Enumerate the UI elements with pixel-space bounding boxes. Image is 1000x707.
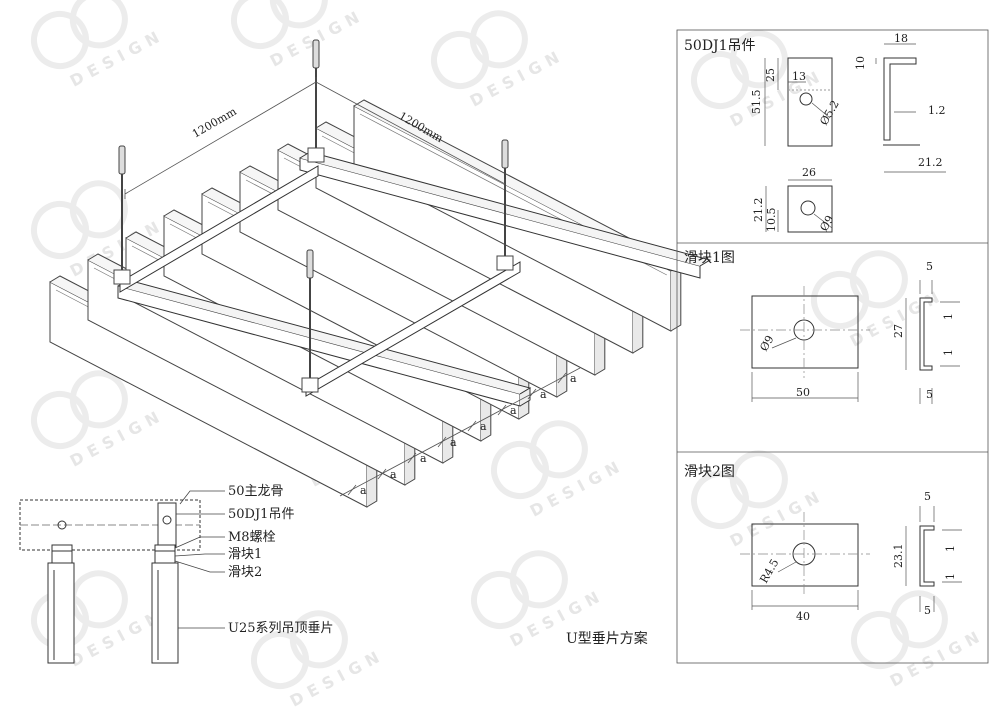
watermark-mark: DESIGN — [691, 30, 828, 131]
watermark-mark: DESIGN — [231, 0, 368, 71]
panel-hanger-title: 50DJ1吊件 — [684, 38, 756, 54]
bolt-hole-right — [162, 515, 172, 525]
watermark-mark: DESIGN — [31, 570, 168, 671]
label-slider1: 滑块1 — [228, 547, 262, 562]
dim-hanger-18: 18 — [894, 32, 908, 45]
dim-hanger-d5-2: Ø5.2 — [817, 98, 842, 127]
pitch-label: a — [420, 452, 427, 465]
dim-hanger-d9: Ø9 — [817, 213, 836, 233]
label-hanger: 50DJ1吊件 — [228, 507, 294, 522]
dim-slider2-1-b: 1 — [944, 573, 957, 580]
bolt-nut-right — [154, 544, 176, 564]
dim-hanger-21-2-v: 21.2 — [752, 198, 765, 223]
dim-slider2-5-top: 5 — [924, 490, 931, 503]
hanger-side-profile — [883, 57, 917, 141]
dim-hanger-13: 13 — [792, 70, 806, 83]
span-dimensions — [124, 77, 506, 199]
label-bolt: M8螺栓 — [228, 530, 276, 545]
dim-slider1-d9: Ø9 — [757, 333, 776, 353]
watermark-mark: DESIGN — [31, 0, 168, 91]
pitch-labels: a a a a a a a a — [360, 372, 577, 497]
slider2-side-profile — [919, 525, 935, 587]
dim-slider2-23-1: 23.1 — [892, 544, 905, 569]
hanger-rod — [301, 249, 319, 393]
dim-hanger-10-5: 10.5 — [765, 208, 778, 233]
dim-slider2-r4-5: R4.5 — [757, 557, 781, 586]
hanger-bottom-view — [787, 185, 833, 233]
dim-slider1-1-a: 1 — [942, 313, 955, 320]
dim-hanger-25: 25 — [764, 68, 777, 82]
dim-slider1-5-bottom: 5 — [926, 388, 933, 401]
panel-slider1: 滑块1图 5 27 Ø9 50 1 1 5 — [684, 249, 960, 404]
section-view — [19, 499, 201, 664]
hanger-rod — [307, 39, 325, 163]
watermark-mark: DESIGN — [431, 10, 568, 111]
dim-slider2-5-bottom: 5 — [924, 604, 931, 617]
slider2-front-view — [751, 523, 859, 587]
pitch-label: a — [450, 436, 457, 449]
dim-slider2-40: 40 — [796, 610, 810, 623]
dim-hanger-10: 10 — [854, 56, 867, 70]
bolt-hole-left — [57, 520, 67, 530]
label-slider2: 滑块2 — [228, 565, 262, 580]
detail-panels-frame — [676, 29, 989, 664]
slider1-side-profile — [919, 297, 933, 371]
hanger-rod — [113, 145, 131, 285]
dim-hanger-1-2: 1.2 — [928, 104, 946, 117]
slider1-front-view — [751, 295, 859, 369]
hanger-hole — [799, 92, 813, 106]
hanger-rods — [113, 39, 514, 393]
panel-hanger: 50DJ1吊件 18 10 25 13 51.5 Ø5.2 1.2 21.2 2… — [684, 32, 946, 234]
dim-slider1-5-top: 5 — [926, 260, 933, 273]
dim-hanger-51-5: 51.5 — [750, 90, 763, 115]
panel-slider2: 滑块2图 5 23.1 R4.5 40 1 1 5 — [684, 463, 962, 623]
cross-runner — [119, 165, 521, 397]
watermark-mark: DESIGN — [251, 610, 388, 707]
bolt-nut-left — [51, 544, 73, 564]
dim-slider1-27: 27 — [892, 324, 905, 338]
label-baffle: U25系列吊顶垂片 — [228, 621, 334, 636]
dim-hanger-21-2: 21.2 — [918, 156, 943, 169]
span-label-left: 1200mm — [190, 105, 239, 141]
dim-hanger-26: 26 — [802, 166, 816, 179]
dim-slider2-1-a: 1 — [944, 545, 957, 552]
pitch-dimension-line — [339, 367, 581, 497]
isometric-assembly — [49, 39, 712, 508]
watermark-mark: DESIGN — [491, 420, 628, 521]
hanger-rod — [496, 139, 514, 271]
scheme-title: U型垂片方案 — [566, 630, 648, 647]
pitch-label: a — [360, 484, 367, 497]
watermark-mark: DESIGN — [851, 590, 988, 691]
baffle-section-left — [47, 562, 75, 664]
pitch-label: a — [480, 420, 487, 433]
dim-slider1-50: 50 — [796, 386, 810, 399]
hanger-section — [157, 502, 177, 548]
hanger-bottom-hole — [800, 200, 816, 216]
baffle-section-right — [151, 562, 179, 664]
dim-slider1-1-b: 1 — [942, 349, 955, 356]
pitch-label: a — [540, 388, 547, 401]
pitch-label: a — [390, 468, 397, 481]
pitch-label: a — [510, 404, 517, 417]
hanger-front-view — [787, 57, 833, 147]
panel-slider1-title: 滑块1图 — [684, 249, 735, 266]
watermark-mark: DESIGN — [811, 250, 948, 351]
pitch-label: a — [570, 372, 577, 385]
panel-slider2-title: 滑块2图 — [684, 463, 735, 480]
label-main-runner: 50主龙骨 — [228, 484, 284, 499]
section-leaders — [174, 490, 225, 629]
